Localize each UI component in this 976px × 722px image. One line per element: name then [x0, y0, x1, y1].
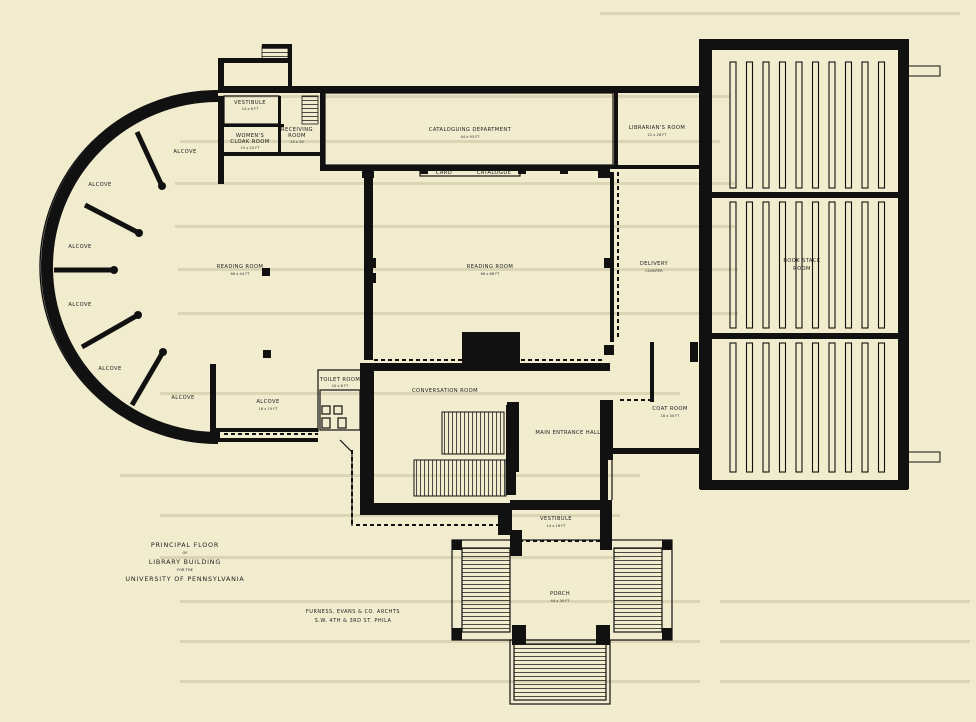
- label-reading-room-west: READING ROOM: [217, 264, 264, 270]
- upper-stair: [261, 45, 319, 125]
- label-womens-2: CLOAK ROOM: [230, 139, 269, 145]
- label-catalogue: CATALOGUE: [477, 170, 512, 176]
- label-librarians-dim: 22 x 28 FT: [648, 133, 668, 137]
- label-book-stack: BOOK STACK: [783, 258, 820, 264]
- label-reading-room-east: READING ROOM: [467, 264, 514, 270]
- book-shelf: [861, 61, 869, 189]
- book-shelf: [745, 201, 754, 329]
- label-alcove-7-dim: 16 x 19 FT: [259, 407, 279, 411]
- book-shelf: [795, 61, 803, 189]
- room-labels: CATALOGUING DEPARTMENT 44 x 93 FT LIBRAR…: [68, 100, 820, 603]
- book-shelf: [877, 342, 886, 473]
- label-conversation-room: CONVERSATION ROOM: [412, 388, 478, 394]
- book-shelf: [795, 201, 803, 329]
- book-shelf: [762, 342, 770, 473]
- book-shelf: [877, 201, 886, 329]
- label-receiving-2: ROOM: [288, 133, 306, 139]
- title-block: PRINCIPAL FLOOR OF LIBRARY BUILDING FOR …: [125, 541, 244, 583]
- architect-line-2: S.W. 4TH & 3RD ST. PHILA: [315, 618, 392, 624]
- label-receiving-dim: 14 x 20: [290, 140, 304, 144]
- label-alcove-1: ALCOVE: [173, 149, 196, 155]
- label-vestibule-dim: 14 x 18 FT: [547, 524, 567, 528]
- label-reading-room-west-dim: 66 x 44 FT: [231, 272, 251, 276]
- title-line-2: OF: [183, 551, 188, 555]
- label-toilet-room: TOILET ROOM: [319, 377, 360, 383]
- label-porch-dim: 44 x 30 FT: [551, 599, 571, 603]
- label-womens-dim: 15 x 20 FT: [241, 146, 261, 150]
- label-vestibule-upper-dim: 14 x 8 FT: [242, 107, 259, 111]
- book-shelf: [762, 201, 770, 329]
- label-cataloguing-dim: 44 x 93 FT: [461, 135, 481, 139]
- label-toilet-room-dim: 10 x 8 FT: [332, 384, 349, 388]
- book-shelf: [778, 61, 787, 189]
- book-shelf: [828, 342, 836, 473]
- label-receiving: RECEIVING: [281, 127, 313, 133]
- thin-outlines: [223, 92, 614, 526]
- label-alcove-7: ALCOVE: [256, 399, 279, 405]
- book-shelf: [729, 61, 737, 189]
- label-alcove-2: ALCOVE: [88, 182, 111, 188]
- book-shelf: [844, 201, 853, 329]
- label-alcove-6: ALCOVE: [171, 395, 194, 401]
- label-delivery: DELIVERY: [640, 261, 669, 267]
- book-shelf: [811, 342, 820, 473]
- label-alcove-5: ALCOVE: [98, 366, 121, 372]
- label-reading-room-east-dim: 66 x 68 FT: [481, 272, 501, 276]
- label-cataloguing: CATALOGUING DEPARTMENT: [429, 127, 512, 133]
- book-shelf: [745, 61, 754, 189]
- book-shelf: [811, 201, 820, 329]
- book-stack-room: [699, 39, 941, 490]
- book-shelf: [795, 342, 803, 473]
- label-vestibule-upper: VESTIBULE: [234, 100, 266, 106]
- book-shelf: [828, 201, 836, 329]
- title-line-1: PRINCIPAL FLOOR: [151, 541, 219, 549]
- label-womens: WOMEN'S: [236, 133, 264, 139]
- label-book-stack-2: ROOM: [793, 266, 811, 272]
- label-alcove-3: ALCOVE: [68, 244, 91, 250]
- porch: [451, 539, 673, 705]
- grand-staircase: [413, 405, 516, 497]
- book-shelf: [729, 201, 737, 329]
- book-shelf: [811, 61, 820, 189]
- book-shelf: [729, 342, 737, 473]
- book-shelf: [844, 61, 853, 189]
- architect-credit: FURNESS, EVANS & CO. ARCHTS S.W. 4TH & 3…: [306, 609, 400, 624]
- label-alcove-4: ALCOVE: [68, 302, 91, 308]
- label-librarians-room: LIBRARIAN'S ROOM: [629, 125, 686, 131]
- label-coat-room: COAT ROOM: [652, 406, 687, 412]
- label-porch: PORCH: [550, 591, 570, 597]
- screen-partitions: [224, 172, 650, 542]
- book-shelf: [861, 201, 869, 329]
- label-main-entrance-hall: MAIN ENTRANCE HALL: [535, 430, 600, 436]
- book-shelf: [762, 61, 770, 189]
- title-line-3: LIBRARY BUILDING: [149, 558, 221, 566]
- label-delivery-2: COUNTER: [645, 269, 663, 273]
- book-shelf: [844, 342, 853, 473]
- title-line-4: FOR THE: [177, 568, 193, 572]
- book-shelf: [828, 61, 836, 189]
- building-walls: [210, 44, 705, 645]
- architect-line-1: FURNESS, EVANS & CO. ARCHTS: [306, 609, 400, 615]
- book-shelf: [877, 61, 886, 189]
- label-card: CARD: [436, 170, 452, 176]
- toilet-room: [319, 389, 361, 431]
- title-line-5: UNIVERSITY OF PENNSYLVANIA: [125, 575, 244, 583]
- book-shelf: [745, 342, 754, 473]
- book-shelf: [861, 342, 869, 473]
- label-coat-room-dim: 18 x 30 FT: [661, 414, 681, 418]
- book-shelf: [778, 201, 787, 329]
- semicircular-alcove-wall: [39, 90, 219, 444]
- book-shelf: [778, 342, 787, 473]
- label-vestibule: VESTIBULE: [540, 516, 572, 522]
